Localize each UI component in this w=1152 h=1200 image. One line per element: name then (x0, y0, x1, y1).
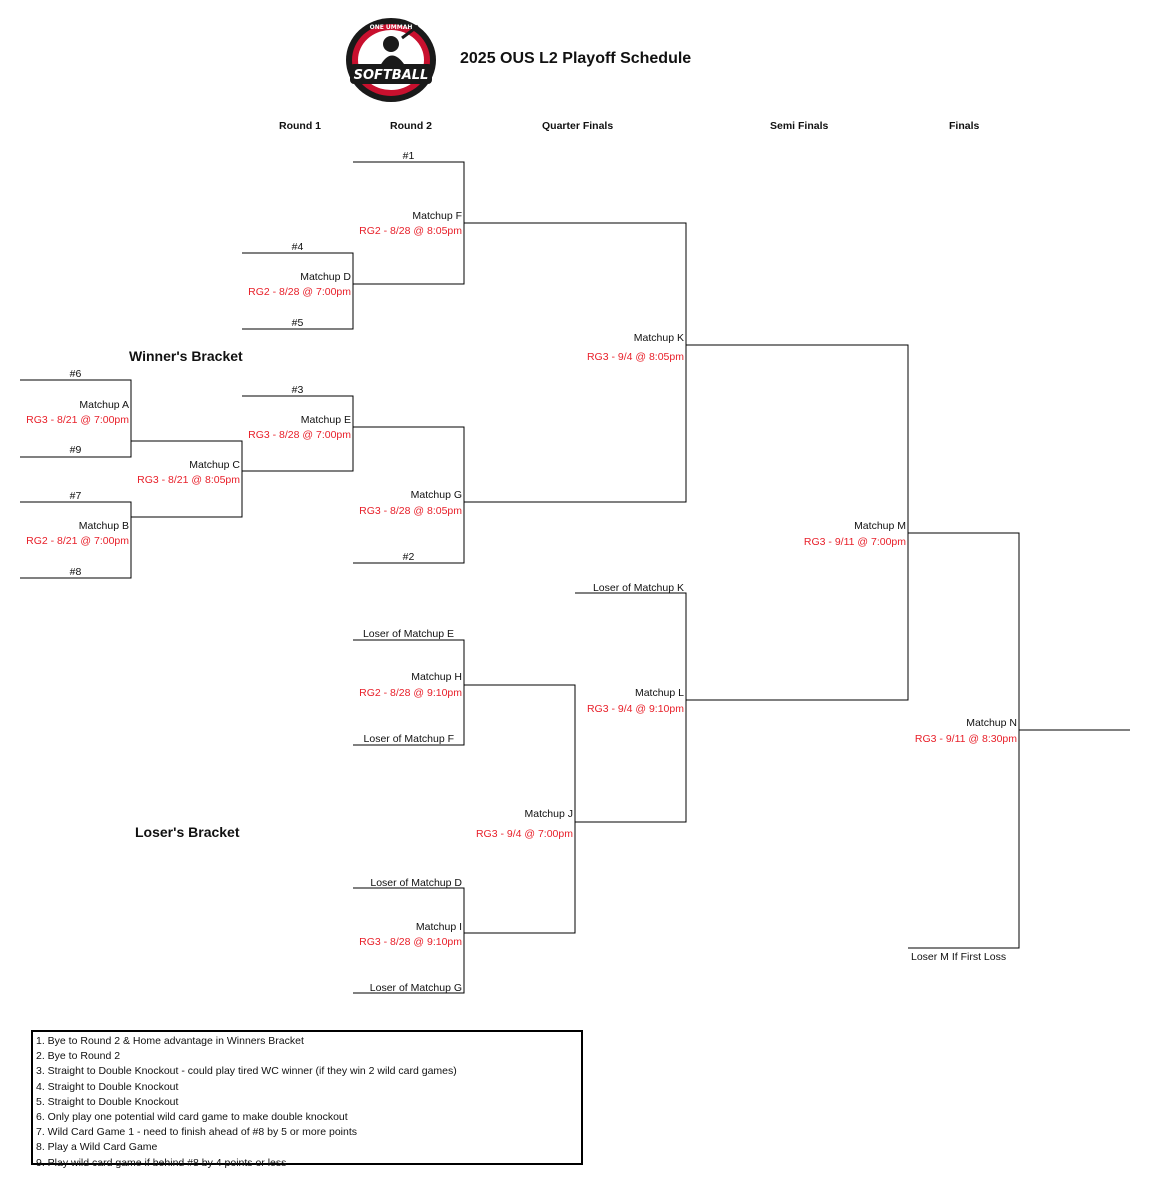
matchup-d-label: Matchup D (300, 271, 351, 283)
matchup-i-label: Matchup I (415, 921, 462, 933)
matchup-b-label: Matchup B (78, 520, 129, 532)
seed-7: #7 (69, 490, 82, 502)
matchup-l-label: Matchup L (634, 687, 684, 699)
seed-2: #2 (402, 551, 415, 563)
seed-4: #4 (291, 241, 304, 253)
loser-of-matchup-k: Loser of Matchup K (592, 582, 684, 594)
seed-9: #9 (69, 444, 82, 456)
one-ummah-softball-logo: SOFTBALL ONE UMMAH (344, 16, 438, 104)
seed-8: #8 (69, 566, 82, 578)
matchup-k-label: Matchup K (633, 332, 684, 344)
matchup-h-label: Matchup H (411, 671, 462, 683)
svg-text:ONE UMMAH: ONE UMMAH (370, 24, 413, 31)
bracket-line-matchup-n (908, 532, 1020, 949)
page-title: 2025 OUS L2 Playoff Schedule (460, 50, 692, 67)
bracket-line-matchup-m (686, 344, 909, 701)
matchup-k-schedule: RG3 - 9/4 @ 8:05pm (586, 351, 684, 363)
matchup-m-schedule: RG3 - 9/11 @ 7:00pm (803, 536, 906, 548)
note-7: 7. Wild Card Game 1 - need to finish ahe… (36, 1126, 358, 1139)
loser-m-if-first-loss: Loser M If First Loss (911, 951, 1007, 963)
matchup-l-schedule: RG3 - 9/4 @ 9:10pm (586, 703, 684, 715)
round-header-round-2: Round 2 (390, 120, 432, 132)
bracket-line-matchup-l (575, 592, 687, 823)
matchup-e-schedule: RG3 - 8/28 @ 7:00pm (248, 429, 351, 441)
matchup-n-schedule: RG3 - 9/11 @ 8:30pm (914, 733, 1017, 745)
bracket-line-matchup-d (242, 252, 354, 330)
matchup-c-label: Matchup C (189, 459, 240, 471)
matchup-g-label: Matchup G (410, 489, 462, 501)
losers-bracket-label: Loser's Bracket (135, 824, 240, 840)
loser-of-matchup-d: Loser of Matchup D (370, 877, 462, 889)
note-5: 5. Straight to Double Knockout (36, 1095, 179, 1108)
note-4: 4. Straight to Double Knockout (36, 1080, 179, 1093)
seed-5: #5 (291, 317, 304, 329)
note-8: 8. Play a Wild Card Game (36, 1141, 158, 1154)
round-header-round-1: Round 1 (279, 120, 321, 132)
seed-1: #1 (402, 150, 415, 162)
round-header-quarter-finals: Quarter Finals (542, 120, 614, 132)
note-1: 1. Bye to Round 2 & Home advantage in Wi… (36, 1035, 304, 1047)
note-3: 3. Straight to Double Knockout - could p… (36, 1065, 457, 1078)
matchup-n-label: Matchup N (966, 717, 1017, 729)
matchup-a-schedule: RG3 - 8/21 @ 7:00pm (26, 414, 129, 426)
matchup-e-label: Matchup E (300, 414, 351, 426)
bracket-line-matchup-e (242, 395, 354, 472)
note-6: 6. Only play one potential wild card gam… (36, 1111, 348, 1124)
matchup-i-schedule: RG3 - 8/28 @ 9:10pm (359, 936, 462, 948)
round-header-finals: Finals (949, 120, 980, 132)
matchup-a-label: Matchup A (79, 399, 129, 411)
matchup-d-schedule: RG2 - 8/28 @ 7:00pm (248, 286, 351, 298)
round-header-semi-finals: Semi Finals (770, 120, 829, 132)
matchup-f-label: Matchup F (412, 210, 462, 222)
matchup-m-label: Matchup M (854, 520, 906, 532)
bracket-line-matchup-k (464, 222, 687, 503)
loser-of-matchup-e: Loser of Matchup E (362, 628, 454, 640)
matchup-g-schedule: RG3 - 8/28 @ 8:05pm (359, 505, 462, 517)
bracket-line-matchup-i (353, 887, 465, 994)
bracket-line-matchup-h (353, 639, 465, 746)
seed-6: #6 (69, 368, 82, 380)
svg-text:SOFTBALL: SOFTBALL (354, 68, 429, 83)
notes-box: 1. Bye to Round 2 & Home advantage in Wi… (31, 1030, 583, 1169)
bracket-line-matchup-f (353, 161, 465, 285)
bracket-line-matchup-c (131, 440, 243, 518)
matchup-f-schedule: RG2 - 8/28 @ 8:05pm (359, 225, 462, 237)
bracket-line-matchup-g (353, 426, 465, 564)
bracket-line-matchup-j (464, 684, 576, 934)
note-9: 9. Play wild card game if behind #8 by 4… (36, 1156, 287, 1169)
matchup-b-schedule: RG2 - 8/21 @ 7:00pm (26, 535, 129, 547)
bracket-line-matchup-b (20, 501, 132, 579)
seed-3: #3 (291, 384, 304, 396)
winners-bracket-label: Winner's Bracket (129, 348, 243, 364)
matchup-j-schedule: RG3 - 9/4 @ 7:00pm (475, 828, 573, 840)
bracket-line-matchup-a (20, 379, 132, 458)
loser-of-matchup-f: Loser of Matchup F (363, 733, 454, 745)
matchup-c-schedule: RG3 - 8/21 @ 8:05pm (137, 474, 240, 486)
matchup-j-label: Matchup J (524, 808, 573, 820)
matchup-h-schedule: RG2 - 8/28 @ 9:10pm (359, 687, 462, 699)
note-2: 2. Bye to Round 2 (36, 1050, 121, 1063)
loser-of-matchup-g: Loser of Matchup G (369, 982, 462, 994)
